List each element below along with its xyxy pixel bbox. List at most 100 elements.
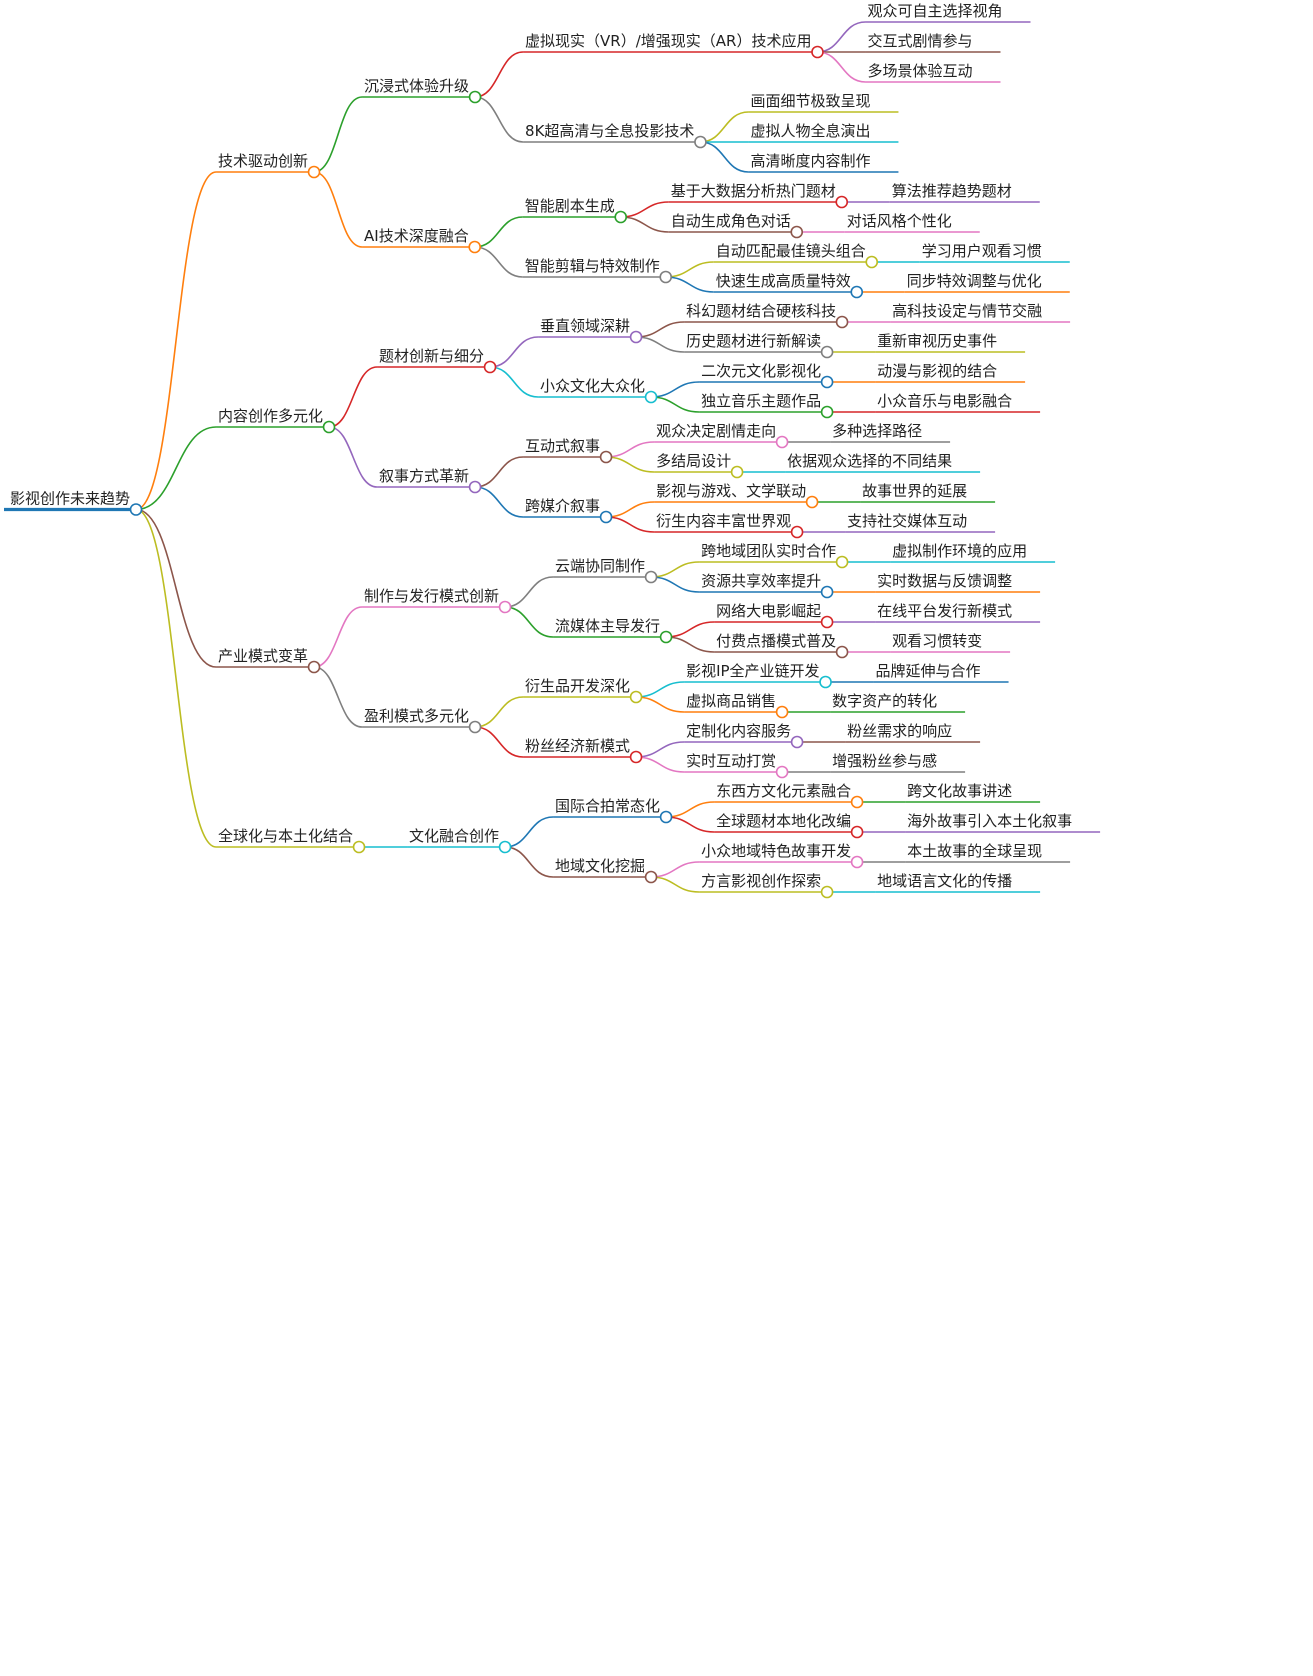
topic-level-5[interactable]: 增强粉丝参与感 bbox=[832, 752, 937, 770]
topic-level-4[interactable]: 基于大数据分析热门题材 bbox=[671, 182, 836, 200]
topic-level-4[interactable]: 自动匹配最佳镜头组合 bbox=[716, 242, 866, 260]
topic-level-4[interactable]: 交互式剧情参与 bbox=[867, 32, 972, 50]
topic-level-5[interactable]: 虚拟制作环境的应用 bbox=[892, 542, 1027, 560]
topic-level-5[interactable]: 跨文化故事讲述 bbox=[907, 782, 1012, 800]
topic-level-5[interactable]: 算法推荐趋势题材 bbox=[892, 182, 1012, 200]
collapse-toggle-icon[interactable] bbox=[730, 465, 744, 479]
topic-level-4[interactable]: 画面细节极致呈现 bbox=[750, 92, 870, 110]
collapse-toggle-icon[interactable] bbox=[850, 285, 864, 299]
root-topic[interactable]: 影视创作未来趋势 bbox=[10, 490, 130, 508]
topic-level-5[interactable]: 故事世界的延展 bbox=[862, 482, 967, 500]
topic-level-3[interactable]: 虚拟现实（VR）/增强现实（AR）技术应用 bbox=[525, 32, 811, 50]
collapse-toggle-icon[interactable] bbox=[820, 375, 834, 389]
topic-level-5[interactable]: 粉丝需求的响应 bbox=[847, 722, 952, 740]
collapse-toggle-icon[interactable] bbox=[819, 675, 832, 689]
collapse-toggle-icon[interactable] bbox=[775, 435, 789, 449]
collapse-toggle-icon[interactable] bbox=[644, 390, 658, 404]
collapse-toggle-icon[interactable] bbox=[629, 690, 643, 704]
topic-level-5[interactable]: 地域语言文化的传播 bbox=[877, 872, 1012, 890]
topic-level-2[interactable]: 盈利模式多元化 bbox=[364, 707, 469, 725]
topic-level-4[interactable]: 衍生内容丰富世界观 bbox=[656, 512, 791, 530]
topic-level-3[interactable]: 智能剪辑与特效制作 bbox=[525, 257, 660, 275]
collapse-toggle-icon[interactable] bbox=[850, 825, 864, 839]
topic-level-3[interactable]: 小众文化大众化 bbox=[540, 377, 645, 395]
collapse-toggle-icon[interactable] bbox=[468, 720, 482, 734]
collapse-toggle-icon[interactable] bbox=[835, 555, 849, 569]
collapse-toggle-icon[interactable] bbox=[805, 495, 819, 509]
topic-level-1[interactable]: 全球化与本土化结合 bbox=[218, 827, 353, 845]
topic-level-3[interactable]: 垂直领域深耕 bbox=[540, 317, 630, 335]
topic-level-2[interactable]: 题材创新与细分 bbox=[379, 347, 484, 365]
collapse-toggle-icon[interactable] bbox=[629, 750, 643, 764]
topic-level-2[interactable]: 叙事方式革新 bbox=[379, 467, 469, 485]
collapse-toggle-icon[interactable] bbox=[835, 195, 849, 209]
topic-level-5[interactable]: 动漫与影视的结合 bbox=[877, 362, 997, 380]
topic-level-3[interactable]: 流媒体主导发行 bbox=[555, 617, 660, 635]
collapse-toggle-icon[interactable] bbox=[820, 615, 834, 629]
topic-level-3[interactable]: 互动式叙事 bbox=[525, 437, 600, 455]
collapse-toggle-icon[interactable] bbox=[614, 210, 628, 224]
collapse-toggle-icon[interactable] bbox=[352, 840, 366, 854]
collapse-toggle-icon[interactable] bbox=[775, 765, 789, 779]
collapse-toggle-icon[interactable] bbox=[775, 705, 789, 719]
topic-level-3[interactable]: 粉丝经济新模式 bbox=[525, 737, 630, 755]
topic-level-4[interactable]: 虚拟人物全息演出 bbox=[750, 122, 870, 140]
collapse-toggle-icon[interactable] bbox=[322, 420, 336, 434]
topic-level-4[interactable]: 影视IP全产业链开发 bbox=[686, 662, 819, 680]
topic-level-5[interactable]: 重新审视历史事件 bbox=[877, 332, 997, 350]
topic-level-1[interactable]: 产业模式变革 bbox=[218, 647, 308, 665]
collapse-toggle-icon[interactable] bbox=[820, 345, 834, 359]
collapse-toggle-icon[interactable] bbox=[790, 225, 804, 239]
collapse-toggle-icon[interactable] bbox=[694, 135, 707, 149]
topic-level-4[interactable]: 跨地域团队实时合作 bbox=[701, 542, 836, 560]
collapse-toggle-icon[interactable] bbox=[498, 840, 512, 854]
topic-level-3[interactable]: 智能剧本生成 bbox=[525, 197, 615, 215]
collapse-toggle-icon[interactable] bbox=[835, 645, 849, 659]
collapse-toggle-icon[interactable] bbox=[599, 510, 613, 524]
topic-level-4[interactable]: 虚拟商品销售 bbox=[686, 692, 776, 710]
topic-level-4[interactable]: 独立音乐主题作品 bbox=[701, 392, 821, 410]
topic-level-4[interactable]: 影视与游戏、文学联动 bbox=[656, 482, 806, 500]
collapse-toggle-icon[interactable] bbox=[629, 330, 643, 344]
topic-level-5[interactable]: 对话风格个性化 bbox=[847, 212, 952, 230]
topic-level-4[interactable]: 网络大电影崛起 bbox=[716, 602, 821, 620]
topic-level-3[interactable]: 跨媒介叙事 bbox=[525, 497, 600, 515]
topic-level-2[interactable]: 制作与发行模式创新 bbox=[364, 587, 499, 605]
collapse-toggle-icon[interactable] bbox=[865, 255, 879, 269]
topic-level-4[interactable]: 二次元文化影视化 bbox=[701, 362, 821, 380]
topic-level-4[interactable]: 科幻题材结合硬核科技 bbox=[686, 302, 836, 320]
collapse-toggle-icon[interactable] bbox=[659, 270, 673, 284]
collapse-toggle-icon[interactable] bbox=[498, 600, 512, 614]
topic-level-4[interactable]: 定制化内容服务 bbox=[686, 722, 791, 740]
topic-level-3[interactable]: 8K超高清与全息投影技术 bbox=[525, 122, 694, 140]
collapse-toggle-icon[interactable] bbox=[811, 45, 824, 59]
collapse-toggle-icon[interactable] bbox=[129, 503, 143, 516]
collapse-toggle-icon[interactable] bbox=[835, 315, 849, 329]
topic-level-5[interactable]: 海外故事引入本土化叙事 bbox=[907, 812, 1072, 830]
topic-level-4[interactable]: 历史题材进行新解读 bbox=[686, 332, 821, 350]
topic-level-5[interactable]: 依据观众选择的不同结果 bbox=[787, 452, 952, 470]
topic-level-4[interactable]: 付费点播模式普及 bbox=[716, 632, 836, 650]
collapse-toggle-icon[interactable] bbox=[850, 795, 864, 809]
topic-level-4[interactable]: 方言影视创作探索 bbox=[701, 872, 821, 890]
topic-level-4[interactable]: 观众决定剧情走向 bbox=[656, 422, 776, 440]
collapse-toggle-icon[interactable] bbox=[644, 870, 658, 884]
topic-level-4[interactable]: 观众可自主选择视角 bbox=[867, 2, 1002, 20]
topic-level-4[interactable]: 快速生成高质量特效 bbox=[716, 272, 851, 290]
topic-level-5[interactable]: 在线平台发行新模式 bbox=[877, 602, 1012, 620]
topic-level-2[interactable]: AI技术深度融合 bbox=[364, 227, 469, 245]
topic-level-4[interactable]: 全球题材本地化改编 bbox=[716, 812, 851, 830]
topic-level-3[interactable]: 地域文化挖掘 bbox=[555, 857, 645, 875]
collapse-toggle-icon[interactable] bbox=[790, 525, 804, 539]
topic-level-5[interactable]: 品牌延伸与合作 bbox=[876, 662, 981, 680]
topic-level-4[interactable]: 小众地域特色故事开发 bbox=[701, 842, 851, 860]
topic-level-4[interactable]: 东西方文化元素融合 bbox=[716, 782, 851, 800]
collapse-toggle-icon[interactable] bbox=[468, 90, 482, 104]
collapse-toggle-icon[interactable] bbox=[483, 360, 497, 374]
collapse-toggle-icon[interactable] bbox=[820, 585, 834, 599]
collapse-toggle-icon[interactable] bbox=[850, 855, 864, 869]
collapse-toggle-icon[interactable] bbox=[820, 405, 834, 419]
topic-level-5[interactable]: 支持社交媒体互动 bbox=[847, 512, 967, 530]
topic-level-2[interactable]: 沉浸式体验升级 bbox=[364, 77, 469, 95]
topic-level-4[interactable]: 高清晰度内容制作 bbox=[750, 152, 870, 170]
